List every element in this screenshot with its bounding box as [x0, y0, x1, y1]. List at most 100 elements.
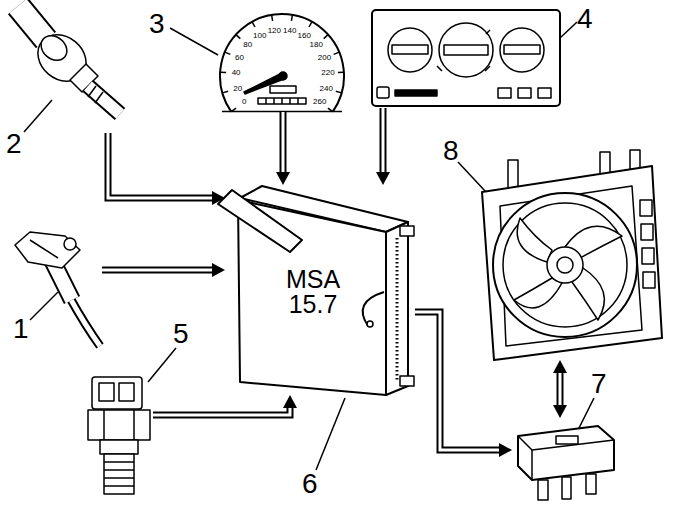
odometer-cell: [281, 98, 283, 104]
tick: [222, 91, 228, 93]
arrow-outline: [557, 370, 564, 408]
arrow-core: [282, 112, 285, 175]
signal-arrow: [102, 263, 225, 277]
arrow-core: [559, 370, 562, 408]
hex-edge: [133, 410, 135, 440]
arrow-outline: [280, 112, 287, 175]
module-label: MSA 15.7: [281, 267, 345, 317]
tick: [324, 35, 328, 39]
callout-number: 3: [149, 10, 165, 38]
relay-pin: [562, 477, 571, 499]
panel-frame: [372, 10, 560, 106]
sensor-tip: [88, 86, 120, 114]
knob: [500, 28, 544, 72]
bracket: [218, 190, 302, 252]
radiator-frame: [482, 166, 662, 360]
thread-line: [88, 86, 96, 97]
callout-number: 5: [173, 320, 189, 348]
signal-arrow: [376, 108, 390, 185]
tick: [309, 22, 312, 27]
arrow-core: [382, 108, 385, 175]
sensor-drawing: [18, 6, 120, 114]
relay-pin: [586, 474, 596, 494]
radiator-fin: [643, 272, 655, 288]
signal-arrow: [276, 112, 290, 185]
dial-ticks: [220, 15, 344, 112]
control-panel-drawing: [372, 10, 560, 106]
hex-body: [88, 410, 150, 440]
mount-tab: [400, 376, 414, 386]
dial-number: 0: [242, 98, 246, 106]
tick: [336, 91, 342, 93]
sensor-drawing: [88, 377, 150, 494]
signal-arrow: [153, 395, 297, 415]
radiator-fin: [642, 248, 654, 264]
dial-number: 40: [232, 69, 241, 77]
odometer-cell: [265, 98, 267, 104]
arrow-head: [499, 443, 512, 457]
leader-line: [24, 100, 52, 132]
arrow-head: [212, 191, 225, 205]
control-module: MSA 15.76: [225, 185, 415, 395]
ecu-side: [386, 222, 408, 395]
fan-component: 8: [478, 148, 663, 360]
ecu-drawing: [218, 186, 414, 395]
dial-number: 260: [313, 98, 326, 106]
mount-hole: [64, 238, 76, 250]
tick: [334, 52, 340, 54]
leader-line: [170, 28, 218, 55]
arrow-outline: [415, 312, 502, 450]
sensor-component: 1: [10, 228, 102, 346]
odometer-cell: [297, 98, 299, 104]
thread-lines: [104, 462, 134, 486]
thread-line: [95, 92, 103, 103]
relay-edge: [531, 450, 533, 480]
fan-drawing: [482, 150, 662, 360]
signal-arrow: [553, 360, 567, 418]
fan-blade: [517, 218, 552, 262]
callout-number: 4: [577, 5, 593, 33]
relay-body: [518, 426, 614, 480]
fan-hub: [557, 257, 573, 273]
dial-number: 220: [321, 69, 334, 77]
hex-edge: [103, 410, 105, 440]
dial-number: 140: [283, 27, 296, 35]
callout-number: 6: [302, 470, 318, 498]
knob-grip: [392, 45, 428, 54]
sensor-head: [15, 232, 80, 268]
fan-ring: [503, 203, 627, 327]
relay-drawing: [518, 426, 614, 500]
cable-end: [367, 321, 373, 327]
speedometer-drawing: [220, 14, 344, 112]
tick: [328, 108, 333, 112]
cable: [18, 6, 46, 40]
odometer-cell: [273, 98, 275, 104]
leader-line: [30, 292, 58, 320]
odometer-cell: [289, 98, 291, 104]
fan-blade: [514, 278, 562, 308]
arrow-core: [153, 405, 290, 415]
connector: [92, 377, 142, 409]
leader-line: [578, 398, 594, 430]
relay-component: 7: [512, 418, 617, 503]
leader-line: [458, 162, 486, 192]
tick: [225, 52, 231, 54]
arrow-outline: [380, 108, 387, 175]
fan-hub: [547, 247, 583, 283]
dial-number: 60: [235, 54, 244, 62]
tick: [272, 15, 273, 21]
odometer: [258, 98, 306, 104]
dial-number: 120: [268, 27, 281, 35]
arrow-core: [108, 133, 215, 198]
connector-socket: [99, 383, 114, 401]
dial-number: 200: [318, 54, 331, 62]
trip-counter: [270, 86, 296, 93]
sensor-component: 2: [15, 8, 135, 133]
connector-socket: [119, 383, 134, 401]
cable: [70, 298, 100, 346]
sensor-tip: [88, 86, 120, 114]
signal-arrow: [415, 312, 512, 457]
dial-number: 160: [298, 32, 311, 40]
arrow-head: [376, 172, 390, 185]
